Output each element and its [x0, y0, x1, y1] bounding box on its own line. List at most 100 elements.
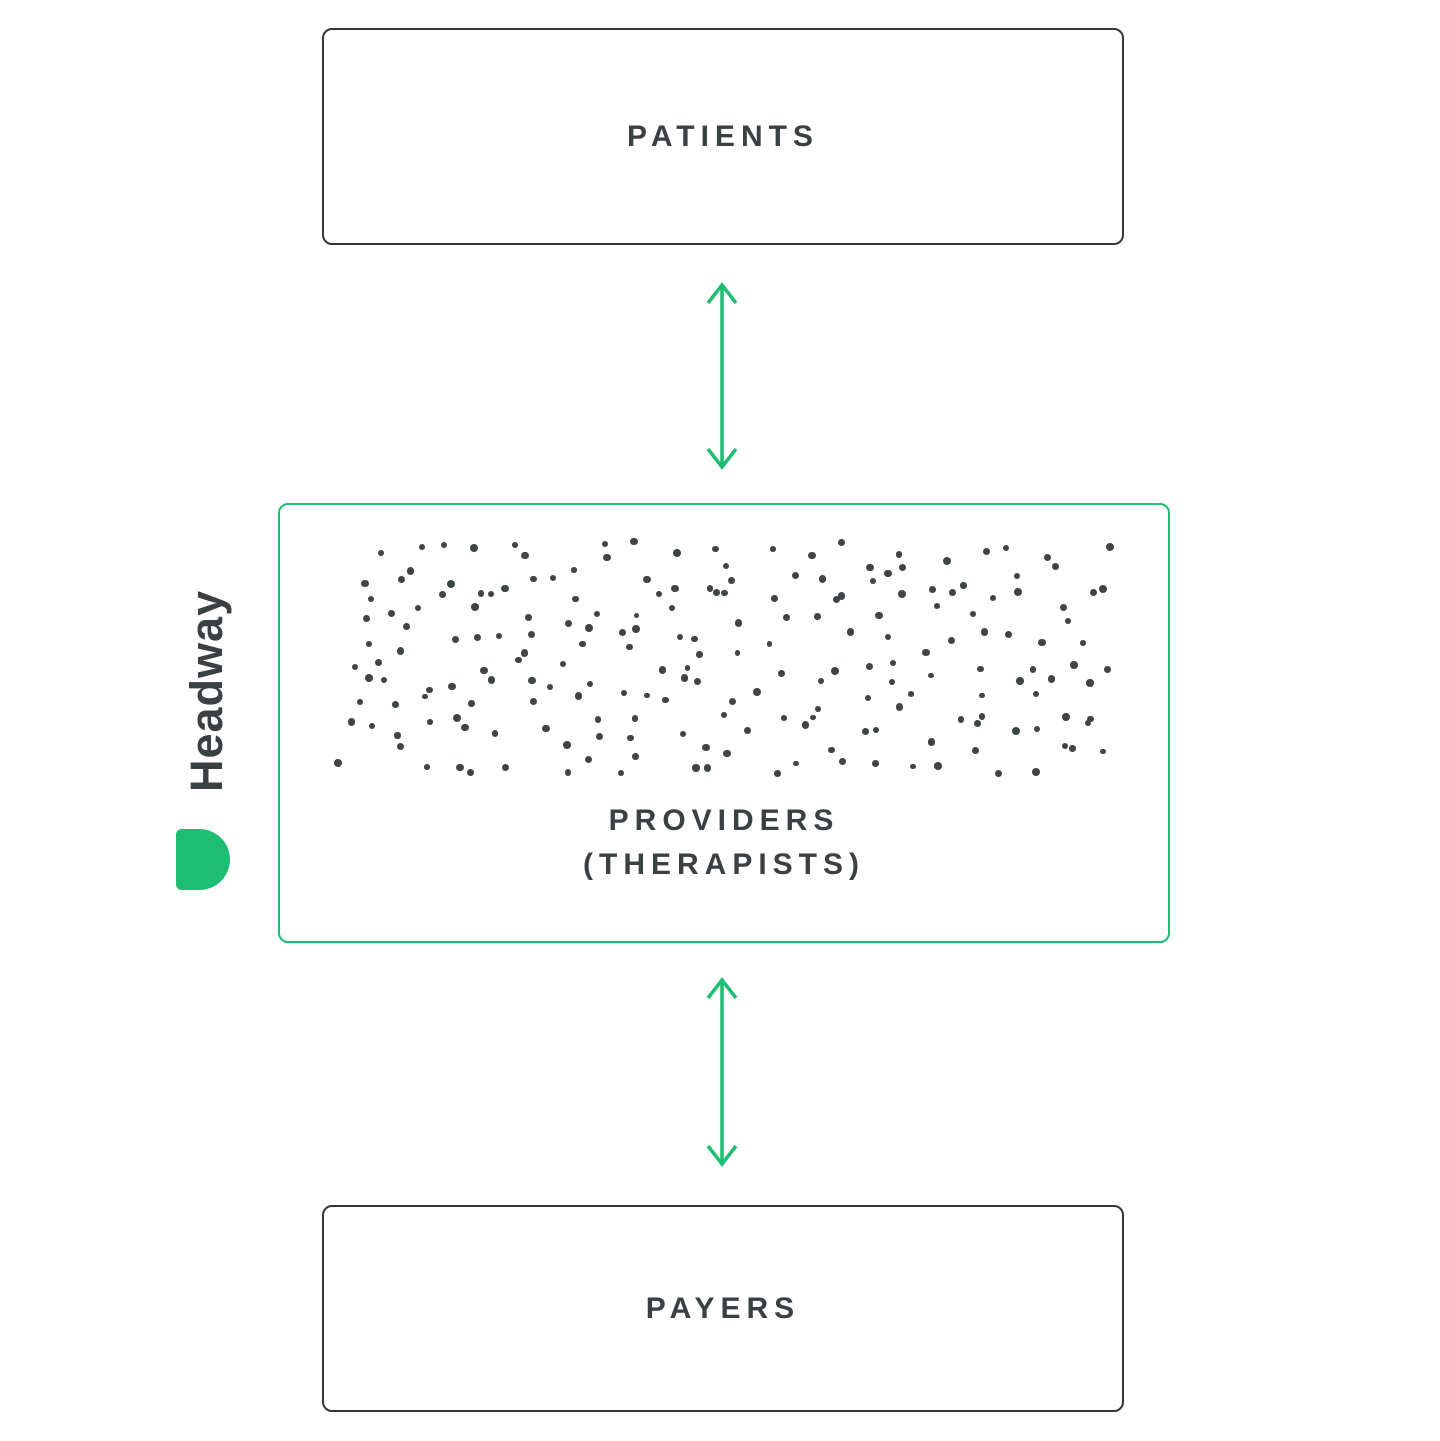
payers-label: PAYERS	[645, 1291, 801, 1325]
provider-dot	[621, 689, 628, 696]
provider-dot	[594, 716, 602, 723]
provider-dot	[439, 591, 447, 599]
provider-dot	[1047, 675, 1056, 683]
provider-dot	[1051, 563, 1060, 571]
provider-dot	[1043, 553, 1051, 561]
provider-dot	[673, 549, 682, 557]
provider-dot	[643, 575, 651, 584]
provider-dot	[378, 549, 385, 556]
provider-dot	[866, 563, 874, 572]
provider-dot	[631, 624, 640, 633]
provider-dot	[817, 677, 824, 684]
provider-dot	[695, 651, 703, 658]
provider-dot	[1106, 543, 1114, 552]
provider-dot	[883, 569, 892, 578]
provider-dot	[837, 592, 845, 600]
provider-dot	[888, 678, 896, 686]
provider-dot	[1031, 767, 1040, 776]
provider-dot	[361, 579, 369, 588]
provider-dot	[774, 770, 781, 777]
provider-dot	[1033, 725, 1041, 733]
provider-dot	[528, 676, 537, 685]
provider-dot	[396, 647, 405, 656]
provider-dot	[487, 590, 494, 597]
provider-dot	[910, 763, 917, 770]
provider-dot	[671, 584, 679, 592]
provider-dot	[565, 619, 573, 628]
provider-dot	[427, 719, 433, 725]
provider-dot	[357, 699, 364, 706]
provider-dot	[771, 595, 779, 603]
provider-dot	[448, 683, 456, 691]
provider-dot	[1062, 742, 1069, 749]
provider-dot	[480, 666, 488, 675]
provider-dot	[586, 680, 594, 688]
provider-dot	[801, 721, 810, 729]
provider-dot	[729, 697, 737, 705]
provider-dot	[633, 612, 640, 619]
provider-dot	[680, 674, 689, 682]
provider-dot	[655, 590, 662, 597]
provider-dot	[895, 703, 904, 711]
provider-dot	[1090, 589, 1098, 597]
provider-dot	[530, 575, 538, 583]
provider-dot	[572, 595, 579, 603]
provider-dot	[865, 662, 874, 671]
provider-dot	[778, 669, 786, 677]
provider-dot	[1104, 665, 1112, 673]
provider-dot	[564, 769, 572, 776]
provider-dot	[753, 687, 762, 696]
provider-dot	[934, 603, 941, 609]
provider-dot	[596, 733, 604, 741]
provider-dot	[721, 589, 728, 597]
provider-dot	[1014, 587, 1023, 596]
provider-dot	[838, 539, 846, 546]
provider-dot	[861, 727, 869, 735]
provider-dot	[830, 667, 839, 676]
provider-dot	[702, 743, 711, 752]
provider-dot	[579, 640, 586, 648]
provider-dot	[524, 613, 533, 622]
provider-dot	[563, 741, 571, 750]
provider-dot	[392, 701, 399, 709]
provider-dot	[491, 730, 499, 737]
provider-dot	[1037, 638, 1046, 647]
provider-dot	[352, 663, 359, 670]
provider-dot	[875, 611, 883, 620]
provider-dot	[833, 595, 841, 604]
provider-dot	[414, 605, 422, 612]
provider-dot	[466, 769, 475, 777]
provider-dot	[973, 719, 982, 728]
provider-dot	[501, 584, 510, 593]
provider-dot	[662, 696, 669, 704]
provider-dot	[1059, 604, 1067, 612]
provider-dot	[367, 595, 375, 603]
provider-dot	[994, 770, 1002, 778]
provider-dot	[347, 718, 356, 726]
provider-dot	[368, 722, 375, 729]
provider-dot	[521, 551, 529, 559]
provider-dot	[406, 567, 415, 575]
provider-dot	[502, 763, 510, 771]
provider-dot	[631, 715, 638, 722]
provider-dot	[734, 619, 743, 627]
provider-dot	[1070, 661, 1078, 669]
provider-dot	[980, 628, 989, 636]
provider-dot	[869, 577, 877, 585]
provider-dot	[468, 700, 475, 707]
provider-dot	[969, 610, 976, 617]
provider-dot	[1033, 690, 1040, 697]
provider-dot	[574, 692, 583, 700]
providers-label-line1: PROVIDERS	[608, 804, 840, 837]
provider-dot	[706, 585, 714, 592]
provider-dot	[658, 666, 667, 674]
provider-dot	[928, 672, 934, 679]
provider-dot	[839, 758, 847, 765]
provider-dot	[1098, 585, 1107, 594]
provider-dot	[593, 611, 601, 618]
provider-dot	[871, 759, 880, 767]
provider-dot	[630, 537, 638, 546]
provider-dot	[1086, 679, 1094, 687]
provider-dot	[933, 762, 942, 770]
